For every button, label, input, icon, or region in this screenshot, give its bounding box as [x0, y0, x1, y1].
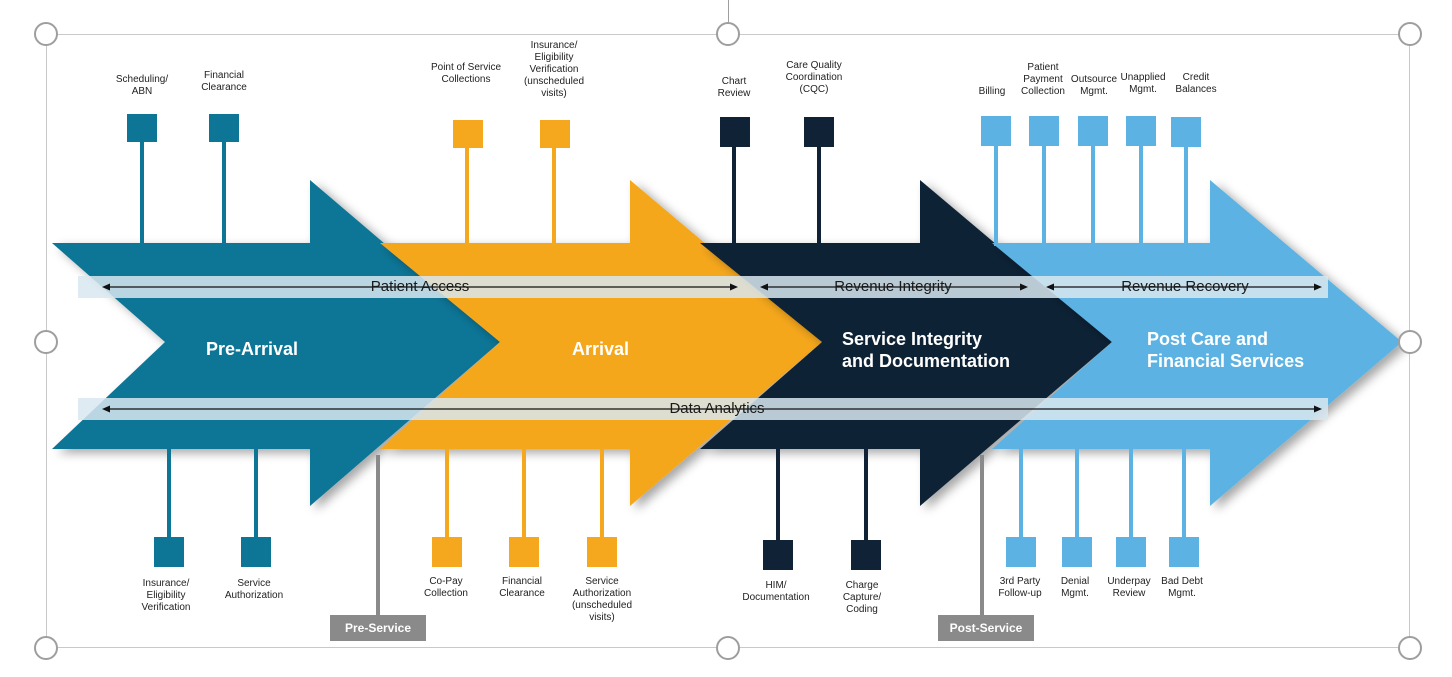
- stage-title-arrival: Arrival: [572, 339, 630, 359]
- resize-handle-bottom-right[interactable]: [1398, 636, 1422, 660]
- top-item-square: [1078, 116, 1108, 146]
- top-item-square: [127, 114, 157, 142]
- bottom-item-square: [587, 537, 617, 567]
- bottom-item-label: Bad Debt Mgmt.: [1161, 576, 1203, 599]
- bottom-item-label: Insurance/ Eligibility Verification: [141, 578, 191, 613]
- bottom-item-label: HIM/ Documentation: [742, 580, 810, 603]
- bottom-item-square: [509, 537, 539, 567]
- band-arrow-patient-access: [102, 283, 738, 291]
- band-arrow-revenue-recovery: [1046, 283, 1322, 291]
- top-item-square: [209, 114, 239, 142]
- top-item-label: Point of Service Collections: [430, 62, 502, 85]
- top-item-label: Billing: [978, 86, 1006, 97]
- top-item-square: [453, 120, 483, 148]
- top-item-label: Scheduling/ ABN: [115, 74, 169, 97]
- band-arrow-revenue-integrity: [760, 283, 1028, 291]
- rotation-handle-line: [728, 0, 729, 22]
- resize-handle-top[interactable]: [716, 22, 740, 46]
- bottom-item-square: [154, 537, 184, 567]
- top-item-square: [540, 120, 570, 148]
- resize-handle-bottom[interactable]: [716, 636, 740, 660]
- top-item-label: Credit Balances: [1175, 72, 1217, 95]
- resize-handle-top-left[interactable]: [34, 22, 58, 46]
- bottom-item-label: Co-Pay Collection: [424, 576, 468, 599]
- bottom-item-label: Service Authorization: [224, 578, 284, 601]
- bottom-item-square: [851, 540, 881, 570]
- top-item-label: Chart Review: [717, 76, 751, 99]
- resize-handle-bottom-left[interactable]: [34, 636, 58, 660]
- stage-arrow-post-care: [992, 180, 1402, 506]
- top-item-label: Care Quality Coordination (CQC): [785, 60, 843, 95]
- bottom-item-square: [241, 537, 271, 567]
- band-arrow-data-analytics: [102, 405, 1322, 413]
- band-label-revenue-integrity: Revenue Integrity: [834, 278, 952, 295]
- resize-handle-top-right[interactable]: [1398, 22, 1422, 46]
- bottom-item-label: 3rd Party Follow-up: [998, 576, 1042, 599]
- stage-arrow-arrival: [380, 180, 822, 506]
- top-item-square: [1171, 117, 1201, 147]
- stage-title-service-integrity: Service Integrity and Documentation: [842, 329, 1011, 371]
- bottom-item-square: [432, 537, 462, 567]
- stage-arrow-pre-arrival: [52, 180, 500, 506]
- top-item-square: [981, 116, 1011, 146]
- resize-handle-left[interactable]: [34, 330, 58, 354]
- stage-title-post-care: Post Care and Financial Services: [1147, 329, 1305, 371]
- top-item-square: [804, 117, 834, 147]
- bottom-item-label: Denial Mgmt.: [1060, 576, 1090, 599]
- band-label-revenue-recovery: Revenue Recovery: [1121, 278, 1249, 295]
- top-item-square: [720, 117, 750, 147]
- top-item-square: [1126, 116, 1156, 146]
- bottom-item-square: [1062, 537, 1092, 567]
- bottom-item-square: [1116, 537, 1146, 567]
- top-item-label: Financial Clearance: [201, 70, 247, 93]
- post-service-tag: Post-Service: [938, 615, 1034, 641]
- bottom-item-square: [1006, 537, 1036, 567]
- bottom-item-label: Financial Clearance: [499, 576, 545, 599]
- resize-handle-right[interactable]: [1398, 330, 1422, 354]
- stage-arrow-service-integrity: [700, 180, 1112, 506]
- top-item-label: Outsource Mgmt.: [1070, 74, 1118, 97]
- stage-title-pre-arrival: Pre-Arrival: [206, 339, 299, 359]
- bottom-item-label: Service Authorization (unscheduled visit…: [571, 576, 633, 623]
- bottom-item-label: Underpay Review: [1107, 576, 1151, 599]
- pre-service-tag: Pre-Service: [330, 615, 426, 641]
- top-item-label: Insurance/ Eligibility Verification (uns…: [523, 40, 585, 99]
- bottom-item-square: [763, 540, 793, 570]
- top-item-label: Patient Payment Collection: [1021, 62, 1065, 97]
- band-label-data-analytics: Data Analytics: [669, 400, 765, 417]
- top-item-label: Unapplied Mgmt.: [1120, 72, 1166, 95]
- top-item-square: [1029, 116, 1059, 146]
- bottom-item-square: [1169, 537, 1199, 567]
- bottom-item-label: Charge Capture/ Coding: [842, 580, 882, 615]
- band-label-patient-access: Patient Access: [370, 278, 470, 295]
